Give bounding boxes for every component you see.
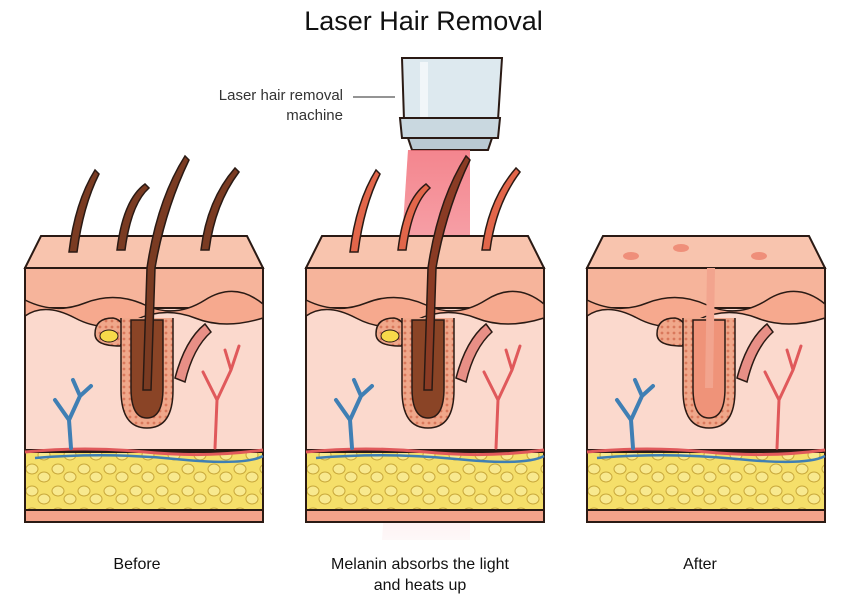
artery — [482, 344, 522, 450]
vein — [334, 378, 374, 450]
skin-pore — [751, 252, 767, 260]
device-body — [400, 57, 504, 121]
skin-pore — [673, 244, 689, 252]
skin-panel-before — [23, 154, 265, 523]
caption-during: Melanin absorbs the light and heats up — [331, 556, 509, 594]
hair-shaft — [68, 168, 100, 253]
skin-panel-after — [585, 235, 827, 523]
device-collar — [398, 117, 502, 139]
hair-shaft — [423, 154, 471, 391]
laser-machine-label: Laser hair removal machine — [218, 87, 343, 124]
device-tip — [406, 137, 494, 151]
vein — [53, 378, 93, 450]
artery — [763, 344, 803, 450]
hair-shaft — [481, 166, 521, 251]
diagram-title: Laser Hair Removal — [304, 6, 543, 36]
hair-shaft — [142, 154, 190, 391]
skin-panel-during — [304, 154, 546, 523]
artery — [201, 344, 241, 450]
arrector-pili-muscle — [736, 322, 775, 384]
hair-shaft — [349, 168, 381, 253]
caption-before: Before — [113, 556, 161, 573]
skin-pore — [623, 252, 639, 260]
caption-after: After — [683, 556, 717, 573]
hair-shaft — [116, 183, 151, 251]
hair-shaft — [200, 166, 240, 251]
arrector-pili-muscle — [455, 322, 494, 384]
vein — [615, 378, 655, 450]
arrector-pili-muscle — [174, 322, 213, 384]
hair-shaft — [397, 183, 432, 251]
